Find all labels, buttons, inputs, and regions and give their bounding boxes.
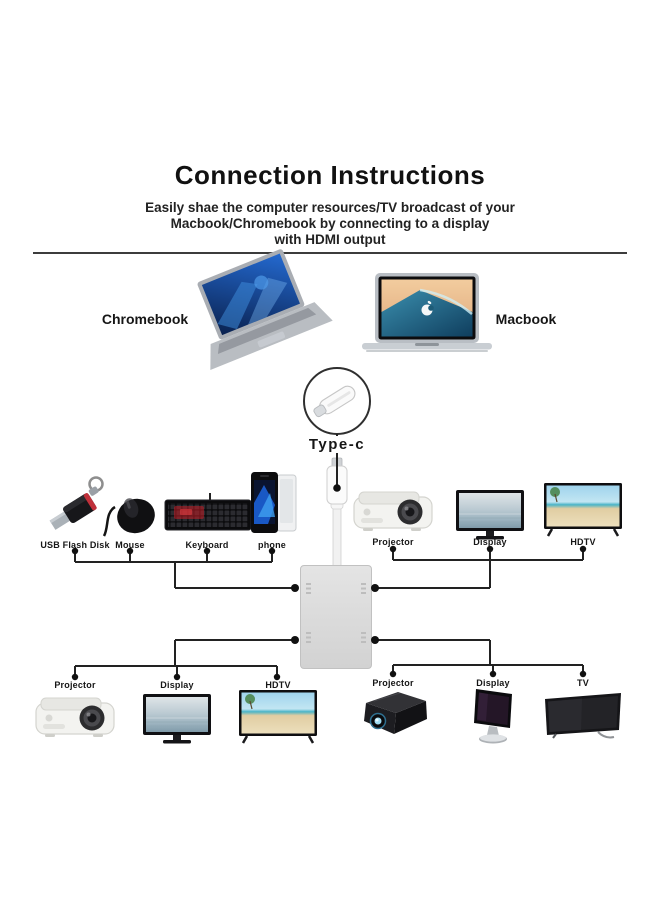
usb-c-plug-and-cable: [323, 452, 351, 570]
macbook-image: [360, 272, 494, 366]
macbook-label: Macbook: [495, 311, 557, 327]
display-icon: [453, 489, 527, 541]
device-label-mouse: Mouse: [115, 540, 145, 550]
phone-icon: [246, 471, 300, 537]
port-label-mark: [361, 632, 366, 645]
projector-icon: [35, 691, 115, 743]
device-label-display: Display: [476, 678, 510, 688]
subtitle-line-3: with HDMI output: [274, 232, 386, 247]
display-dark-icon: [462, 686, 524, 746]
mouse-icon: [102, 489, 159, 539]
device-label-display: Display: [160, 680, 194, 690]
device-label-projector: Projector: [372, 678, 414, 688]
tv-dark-icon: [542, 690, 624, 742]
subtitle-line-1: Easily shae the computer resources/TV br…: [145, 200, 515, 215]
hdtv-icon: [237, 689, 319, 747]
projector-icon: [353, 485, 433, 537]
type-c-label: Type-c: [304, 436, 370, 453]
subtitle-line-2: Macbook/Chromebook by connecting to a di…: [170, 216, 490, 231]
chromebook-image: [186, 249, 342, 376]
usb-flash-disk-icon: [46, 472, 106, 536]
port-label-mark: [306, 583, 311, 596]
usb-c-hub: [300, 565, 372, 669]
device-label-display: Display: [473, 537, 507, 547]
page-subtitle: Easily shae the computer resources/TV br…: [0, 200, 660, 248]
device-label-phone: phone: [258, 540, 286, 550]
keyboard-icon: [164, 492, 252, 534]
page-title: Connection Instructions: [174, 160, 486, 190]
device-label-hdtv: HDTV: [265, 680, 291, 690]
projector-black-icon: [354, 687, 432, 741]
apple-logo-icon: [421, 300, 434, 316]
hdtv-icon: [542, 482, 624, 540]
type-c-connector-icon: [303, 367, 371, 435]
device-label-tv: TV: [577, 678, 589, 688]
device-label-usb-flash-disk: USB Flash Disk: [40, 540, 110, 550]
device-label-projector: Projector: [372, 537, 414, 547]
port-label-mark: [306, 632, 311, 645]
display-icon: [140, 693, 214, 745]
device-label-projector: Projector: [54, 680, 96, 690]
header-divider: [33, 252, 627, 254]
port-label-mark: [361, 583, 366, 596]
chromebook-label: Chromebook: [101, 311, 189, 327]
device-label-keyboard: Keyboard: [185, 540, 229, 550]
device-label-hdtv: HDTV: [570, 537, 596, 547]
